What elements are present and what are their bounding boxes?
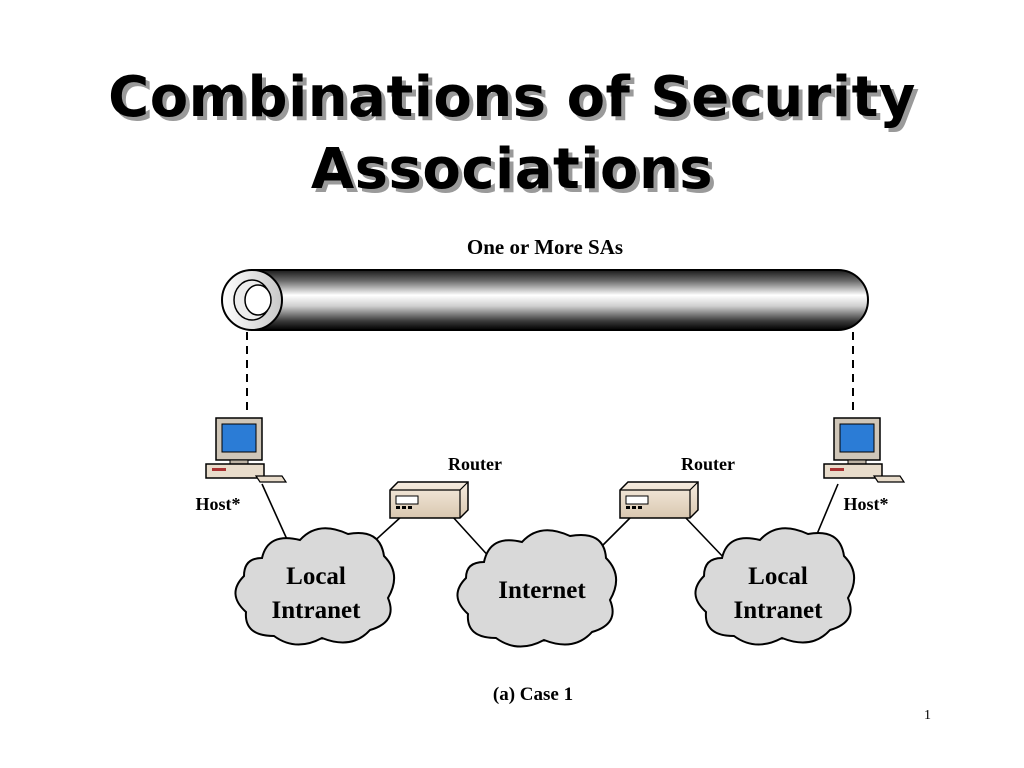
router-icon [619,481,699,519]
slide-title: Combinations of Security Associations [0,62,1024,206]
router-right-label: Router [681,454,735,474]
host-left-label: Host* [196,494,241,514]
host-right-label: Host* [844,494,889,514]
cloud-center-line-1: Internet [498,577,586,604]
router-left-label: Router [448,454,502,474]
cloud-left-line-1: Local [286,563,346,590]
cloud-right-line-2: Intranet [734,597,824,624]
computer-icon [205,417,288,483]
cloud-left-line-2: Intranet [272,597,362,624]
cloud-internet: Internet [456,529,617,648]
page-number: 1 [924,708,931,723]
router-icon [389,481,469,519]
slide-title-line-2: Associations [310,137,714,202]
cloud-right-line-1: Local [748,563,808,590]
sa-tunnel [221,269,869,331]
cloud-local-intranet-left: Local Intranet [234,527,395,646]
slide-title-line-1: Combinations of Security [108,65,916,130]
tunnel-label: One or More SAs [467,235,623,259]
cloud-local-intranet-right: Local Intranet [694,527,855,646]
diagram-caption: (a) Case 1 [493,684,573,705]
computer-icon [823,417,906,483]
